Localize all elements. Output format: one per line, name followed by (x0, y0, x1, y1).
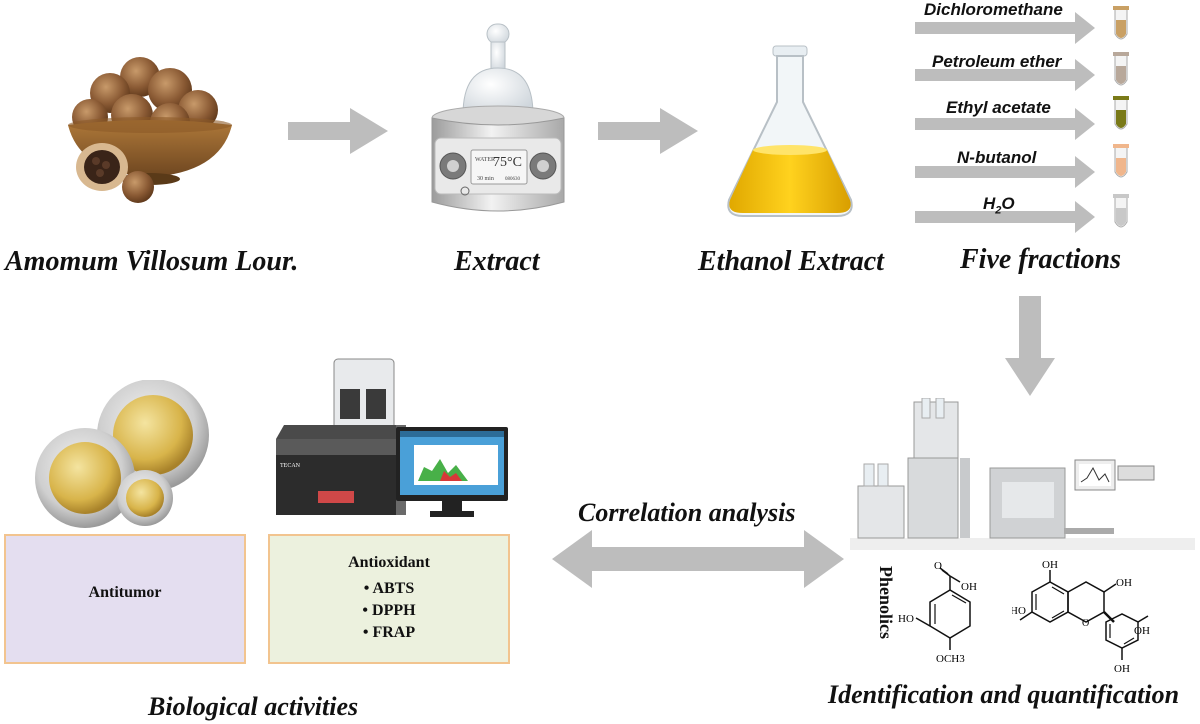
solvent-ethyl-acetate: Ethyl acetate (946, 98, 1051, 117)
correlation-analysis-label: Correlation analysis (578, 498, 796, 527)
process-arrow-down (1005, 296, 1055, 396)
test-tube-5 (1113, 194, 1129, 228)
device-min-label: 30 min (477, 176, 494, 182)
source-plant-label: Amomum Villosum Lour. (5, 246, 299, 277)
assay-dpph: DPPH (270, 600, 508, 622)
vanillic-och3-label: OCH3 (936, 653, 965, 665)
svg-text:O: O (1082, 618, 1089, 629)
biological-activities-label: Biological activities (148, 692, 359, 721)
solvent-fractions: Dichloromethane Petroleum ether Ethyl ac… (915, 0, 1200, 240)
assay-list: ABTS DPPH FRAP (270, 578, 508, 644)
five-fractions-label: Five fractions (960, 244, 1121, 275)
antioxidant-box: Antioxidant ABTS DPPH FRAP (268, 534, 510, 664)
extract-label: Extract (454, 246, 540, 277)
antitumor-box: Antitumor (4, 534, 246, 664)
test-tube-1 (1113, 6, 1129, 40)
catechin-structure: O OH OH HO OH OH (1012, 559, 1150, 675)
test-tube-4 (1113, 144, 1129, 178)
catechin-oh-bottom: OH (1114, 663, 1130, 675)
device-speed-label: 080630 (505, 177, 521, 182)
correlation-double-arrow (552, 530, 844, 588)
ethanol-flask-icon (727, 45, 853, 217)
phenolics-label: Phenolics (876, 566, 896, 640)
catechin-oh-right: OH (1134, 625, 1150, 637)
vanillic-acid-structure: O OH HO OCH3 (898, 560, 977, 665)
device-water-label: WATER (475, 157, 495, 163)
test-tube-3 (1113, 96, 1129, 130)
solvent-n-butanol: N-butanol (957, 148, 1037, 167)
assay-abts: ABTS (270, 578, 508, 600)
test-tubes (1113, 6, 1129, 228)
process-arrow-1 (288, 108, 388, 154)
process-arrow-2 (598, 108, 698, 154)
reader-brand: TECAN (280, 463, 301, 469)
tumor-cells-image (35, 380, 209, 528)
test-tube-2 (1113, 52, 1129, 86)
solvent-petroleum-ether: Petroleum ether (932, 52, 1062, 71)
plate-reader-image: TECAN (276, 358, 508, 517)
catechin-ho-left: HO (1012, 605, 1026, 617)
ethanol-extract-label: Ethanol Extract (698, 246, 884, 277)
solvent-arrows (915, 12, 1095, 233)
antitumor-title: Antitumor (88, 584, 162, 601)
identification-quantification-label: Identification and quantification (828, 680, 1180, 709)
solvent-dichloromethane: Dichloromethane (924, 0, 1063, 19)
assay-frap: FRAP (270, 622, 508, 644)
lcms-instrument-image (850, 398, 1195, 550)
extraction-device: WATER 75°C 30 min 080630 (425, 20, 570, 220)
amomum-fruit-bowl-image (68, 57, 232, 203)
vanillic-oh-label: OH (961, 581, 977, 593)
device-temperature: 75°C (493, 155, 522, 170)
solvent-water: H2O (983, 194, 1015, 217)
vanillic-o-label: O (934, 560, 942, 572)
antioxidant-title: Antioxidant (348, 554, 430, 571)
vanillic-ho-label: HO (898, 613, 914, 625)
catechin-oh-ring: OH (1116, 577, 1132, 589)
water-bath-icon: WATER 75°C 30 min 080630 (431, 23, 565, 212)
catechin-oh-top: OH (1042, 559, 1058, 571)
